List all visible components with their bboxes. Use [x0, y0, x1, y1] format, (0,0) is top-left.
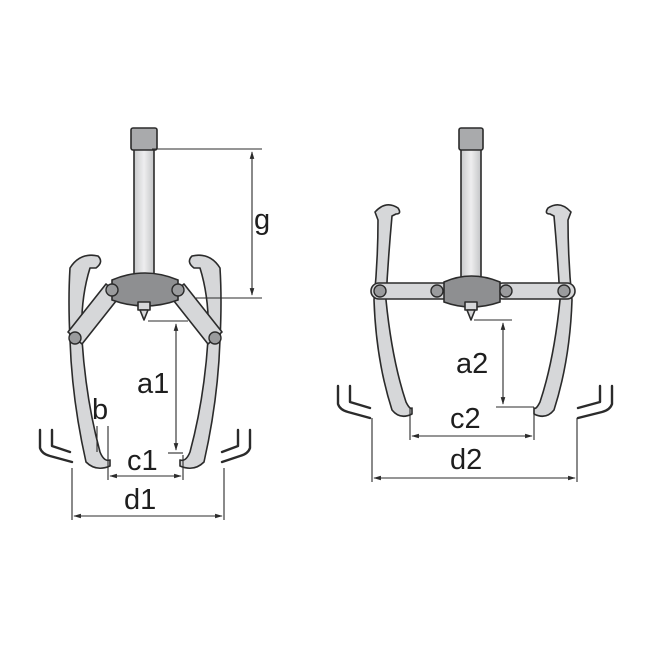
- right-leg-left: [373, 204, 413, 418]
- label-b: b: [92, 394, 109, 426]
- pin: [68, 331, 82, 345]
- pin: [171, 283, 185, 297]
- right-leg-right: [533, 204, 573, 418]
- right-spindle-nut: [458, 127, 484, 151]
- left-puller: [38, 127, 262, 520]
- left-center-point-body: [137, 301, 151, 311]
- label-c1: c1: [127, 445, 158, 477]
- right-spindle: [460, 147, 482, 283]
- label-a1: a1: [137, 368, 170, 400]
- left-workpiece-right: [220, 428, 252, 464]
- label-g: g: [254, 204, 271, 236]
- left-workpiece-left: [38, 428, 74, 464]
- right-workpiece-left: [336, 384, 372, 420]
- left-center-point: [139, 309, 149, 321]
- pin: [373, 284, 387, 298]
- right-center-point-body: [464, 301, 478, 311]
- pin: [430, 284, 444, 298]
- left-spindle: [133, 147, 155, 279]
- left-spindle-nut: [130, 127, 158, 151]
- label-d2: d2: [450, 444, 483, 476]
- right-puller: [336, 127, 614, 482]
- left-yoke: [111, 272, 179, 307]
- label-a2: a2: [456, 348, 489, 380]
- right-yoke: [443, 275, 501, 308]
- pin: [208, 331, 222, 345]
- left-leg-right: [179, 254, 222, 470]
- label-d1: d1: [124, 484, 157, 516]
- left-leg-left: [68, 254, 111, 470]
- pin: [557, 284, 571, 298]
- right-workpiece-right: [576, 384, 614, 420]
- label-c2: c2: [450, 403, 481, 435]
- pin: [105, 283, 119, 297]
- pin: [499, 284, 513, 298]
- right-center-point: [466, 309, 476, 321]
